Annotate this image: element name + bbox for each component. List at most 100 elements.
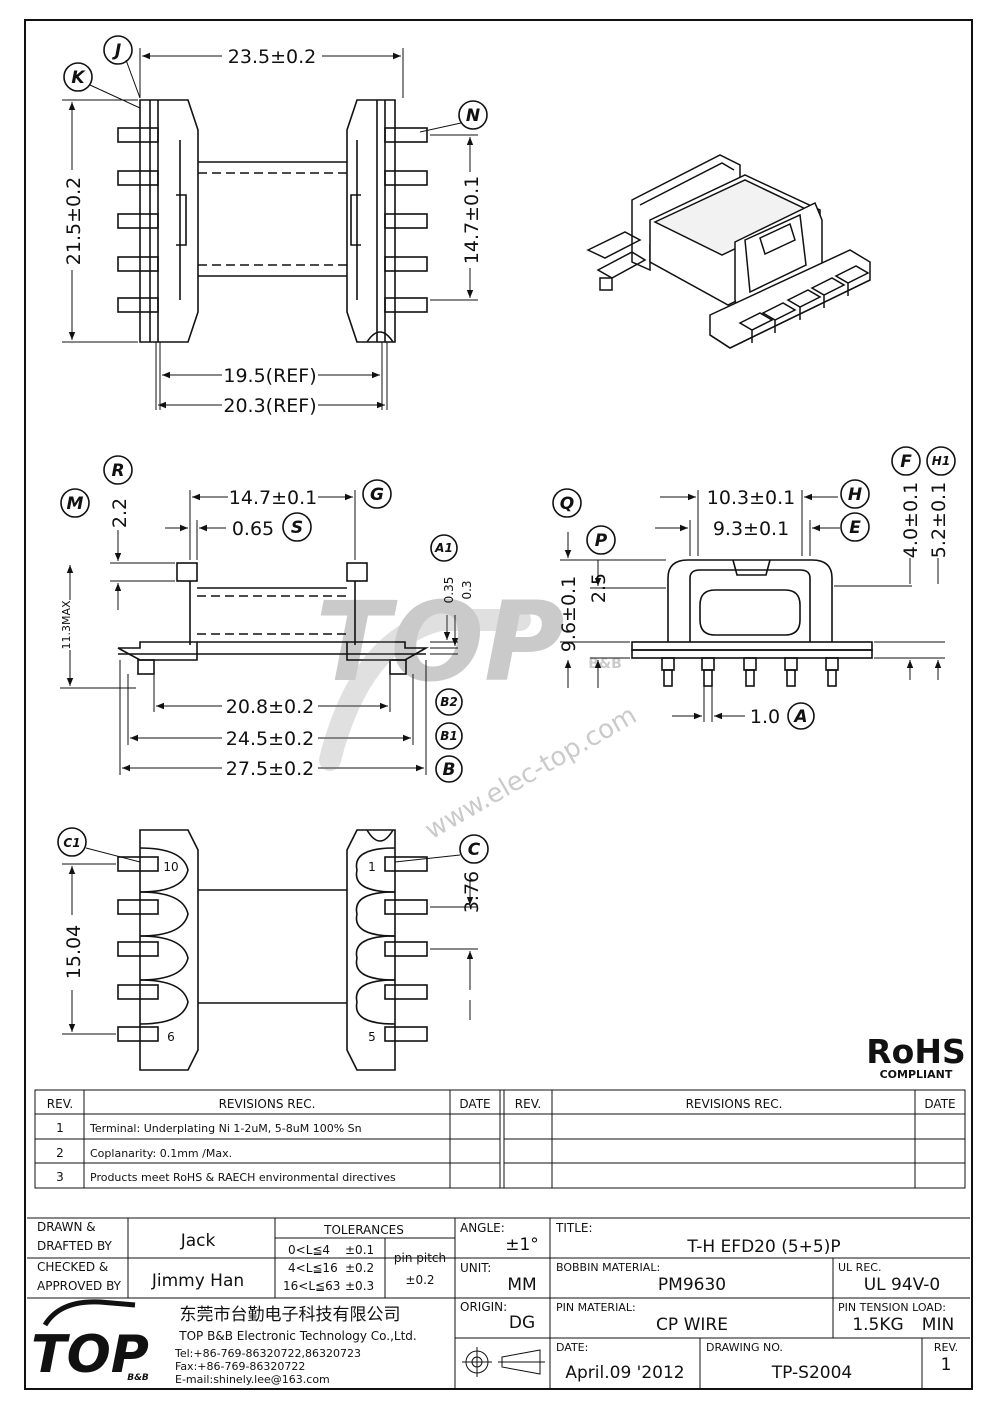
- bubble-h1: H1: [932, 454, 950, 468]
- bubble-n: N: [466, 106, 480, 126]
- iso-view: [586, 154, 871, 349]
- bubble-c: C: [468, 840, 481, 860]
- revisions-table: [34, 1089, 966, 1189]
- bubble-a1: A1: [434, 541, 453, 555]
- end-view: [552, 446, 956, 730]
- bottom-view: [57, 827, 489, 1071]
- title-block-labels: DRAWN & DRAFTED BY Jack CHECKED & APPROV…: [37, 1220, 958, 1386]
- checked-value: Jimmy Han: [151, 1271, 244, 1291]
- rohs-badge: RoHS COMPLIANT: [866, 1032, 965, 1081]
- dim-h22: 2.2: [109, 498, 131, 528]
- rohs-title: RoHS: [866, 1032, 965, 1071]
- dim-t03: 0.3: [460, 580, 474, 599]
- rev-row-2-num: 2: [56, 1146, 64, 1160]
- angle-label: ANGLE:: [460, 1221, 505, 1235]
- end-view-labels: Q P H E F H1 A 10.3±0.1 9.3±0.1 9.6±0.1 …: [558, 452, 950, 728]
- dim-w103: 10.3±0.1: [707, 487, 795, 509]
- checked-label-2: APPROVED BY: [37, 1279, 122, 1293]
- bubble-q: Q: [560, 494, 574, 514]
- top-view: [62, 35, 488, 410]
- tol-range-3: 16<L≦63: [283, 1279, 340, 1293]
- rev-header-date-2: DATE: [924, 1097, 955, 1111]
- pin-material-label: PIN MATERIAL:: [556, 1301, 636, 1314]
- pin-label-10: 10: [163, 860, 178, 874]
- date-value: April.09 '2012: [565, 1363, 684, 1383]
- tol-range-1: 0<L≦4: [288, 1243, 330, 1257]
- revisions-labels: REV. REVISIONS REC. DATE REV. REVISIONS …: [47, 1097, 956, 1184]
- bubble-s: S: [291, 518, 303, 538]
- dim-w245: 24.5±0.2: [226, 728, 314, 750]
- bubble-e: E: [849, 518, 861, 538]
- rev-row-2-text: Coplanarity: 0.1mm /Max.: [90, 1147, 232, 1160]
- origin-value: DG: [509, 1313, 535, 1333]
- rev-value: 1: [941, 1355, 952, 1375]
- dim-h52: 5.2±0.1: [928, 482, 950, 558]
- dim-w93: 9.3±0.1: [713, 518, 789, 540]
- pin-label-5: 5: [368, 1030, 376, 1044]
- title-block-logo: TOP B&B: [31, 1299, 149, 1385]
- dim-max113: 11.3MAX: [60, 600, 73, 650]
- watermark: TOP B&B www.elec-top.com: [315, 578, 642, 846]
- rev-header-rec: REVISIONS REC.: [219, 1097, 316, 1111]
- rev-header-rev-2: REV.: [515, 1097, 541, 1111]
- tol-val-1: ±0.1: [345, 1243, 374, 1257]
- company-logo-sub: B&B: [127, 1373, 149, 1383]
- drawn-label-1: DRAWN &: [37, 1220, 96, 1234]
- dim-height: 21.5±0.2: [63, 177, 85, 265]
- side-view-labels: R M G S A1 B2 B1 B 2.2 14.7±0.1 0.65 11.…: [60, 461, 474, 780]
- bottom-view-labels: C1 C 15.04 3.76 10 1 6 5: [63, 836, 483, 1044]
- dim-h1504: 15.04: [63, 925, 85, 979]
- title-label: TITLE:: [555, 1221, 593, 1235]
- dim-ref2: 20.3(REF): [223, 395, 316, 417]
- bubble-r: R: [111, 461, 124, 481]
- sheet-border: [24, 19, 973, 1390]
- bubble-k: K: [71, 68, 86, 88]
- company-tel: Tel:+86-769-86320722,86320723: [174, 1347, 361, 1360]
- bubble-j: J: [112, 41, 121, 61]
- ul-value: UL 94V-0: [864, 1275, 941, 1295]
- bubble-a: A: [792, 707, 807, 727]
- rev-row-3-text: Products meet RoHS & RAECH environmental…: [90, 1171, 396, 1184]
- bobbin-label: BOBBIN MATERIAL:: [556, 1261, 660, 1274]
- drawn-label-2: DRAFTED BY: [37, 1239, 113, 1253]
- dim-w208: 20.8±0.2: [226, 696, 314, 718]
- pin-material-value: CP WIRE: [656, 1315, 728, 1335]
- origin-label: ORIGIN:: [460, 1300, 507, 1314]
- bubble-b2: B2: [440, 695, 458, 709]
- company-fax: Fax:+86-769-86320722: [175, 1360, 305, 1373]
- ul-label: UL REC.: [838, 1261, 881, 1274]
- drawn-value: Jack: [180, 1231, 216, 1251]
- title-value: T-H EFD20 (5+5)P: [686, 1237, 840, 1257]
- drawing-no-value: TP-S2004: [771, 1363, 852, 1383]
- tension-value: 1.5KG: [852, 1315, 903, 1335]
- unit-label: UNIT:: [460, 1261, 491, 1275]
- watermark-logo: TOP: [315, 578, 564, 706]
- dim-ref1: 19.5(REF): [223, 365, 316, 387]
- bobbin-value: PM9630: [658, 1275, 726, 1295]
- company-logo: TOP: [31, 1325, 149, 1385]
- bubble-p: P: [595, 531, 608, 551]
- checked-label-1: CHECKED &: [37, 1260, 108, 1274]
- tol-range-2: 4<L≦16: [288, 1261, 338, 1275]
- tolerances-label: TOLERANCES: [323, 1223, 404, 1237]
- dim-w147: 14.7±0.1: [229, 487, 317, 509]
- bubble-b: B: [443, 760, 456, 780]
- tol-val-2: ±0.2: [345, 1261, 374, 1275]
- bubble-m: M: [67, 494, 84, 514]
- dim-w275: 27.5±0.2: [226, 758, 314, 780]
- rev-row-1-num: 1: [56, 1121, 64, 1135]
- title-block: [27, 1217, 970, 1389]
- side-view: [60, 455, 463, 783]
- bubble-g: G: [370, 485, 384, 505]
- rev-header-rec-2: REVISIONS REC.: [686, 1097, 783, 1111]
- dim-h25: 2.5: [588, 573, 610, 603]
- dim-p10: 1.0: [750, 706, 780, 728]
- rohs-sub: COMPLIANT: [880, 1068, 953, 1081]
- angle-value: ±1°: [505, 1235, 539, 1255]
- dim-pin-span: 14.7±0.1: [461, 176, 483, 264]
- bubble-h: H: [848, 485, 862, 505]
- dim-width: 23.5±0.2: [228, 46, 316, 68]
- pin-pitch-label: pin pitch: [394, 1251, 446, 1265]
- rev-row-1-text: Terminal: Underplating Ni 1-2uM, 5-8uM 1…: [89, 1122, 362, 1135]
- company-name-cn: 东莞市台勤电子科技有限公司: [180, 1305, 401, 1325]
